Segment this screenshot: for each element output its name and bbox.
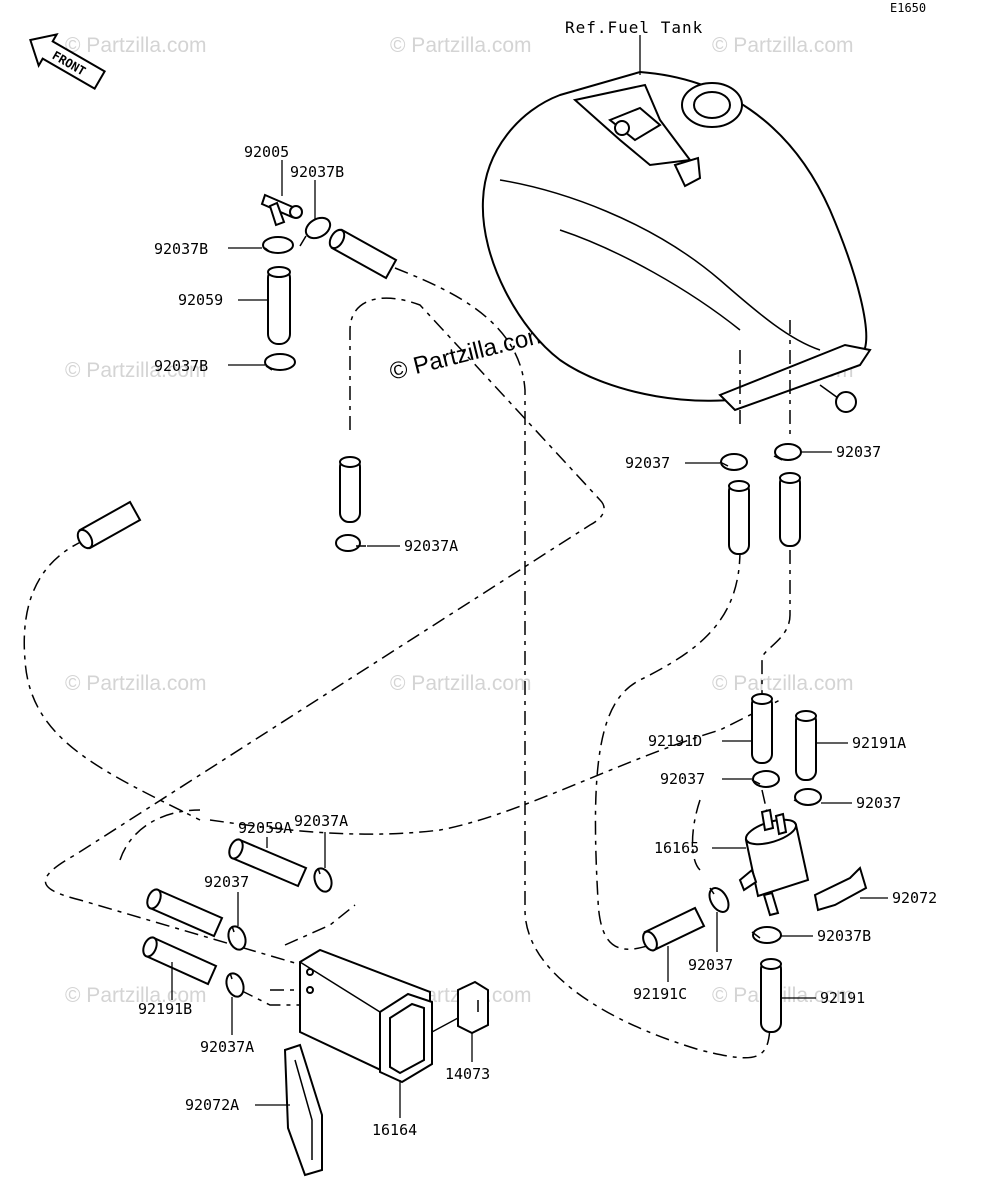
label-92037a-canister: 92037A [294,812,348,830]
hose-92191b[interactable] [141,935,218,986]
hose-92191[interactable] [760,958,782,1033]
label-92191d: 92191D [648,732,702,750]
hose-92059[interactable] [267,266,291,345]
watermark: © Partzilla.com [712,672,854,695]
clamp-92037b-left2[interactable] [264,353,296,371]
label-92059a: 92059A [238,819,292,837]
clip-92072[interactable] [813,866,868,912]
hose-left-slant[interactable] [75,500,142,551]
hose-routing [23,267,791,1059]
clamp-92037-canister[interactable] [225,924,248,952]
watermark: © Partzilla.com [390,34,532,57]
leader-lines [171,160,888,1118]
label-92037-tank-right: 92037 [836,443,881,461]
clamp-92037-tank-left[interactable] [719,453,748,471]
watermark: © Partzilla.com [390,672,532,695]
hose-92059a[interactable] [227,837,308,888]
label-92037b-filter: 92037B [817,927,871,945]
label-92072: 92072 [892,889,937,907]
label-92037-tank-left: 92037 [625,454,670,472]
hose-vertical-mid[interactable] [339,456,361,523]
hose-92191c[interactable] [640,906,706,953]
clamp-92037b-left1[interactable] [262,236,294,254]
watermark: © Partzilla.com [65,984,207,1007]
label-92072a: 92072A [185,1096,239,1114]
watermark: © Partzilla.com [65,34,207,57]
label-92037b-left1: 92037B [154,240,208,258]
clamp-92037-filter-right[interactable] [793,788,822,806]
label-92037a-low: 92037A [200,1038,254,1056]
fuel-filter-16165[interactable] [738,808,810,917]
clamp-92037a-low[interactable] [223,971,246,999]
watermark: © Partzilla.com [65,672,207,695]
label-92037-filter-right: 92037 [856,794,901,812]
diagram-code: E1650 [890,1,926,15]
hose-92191a[interactable] [795,710,817,781]
watermark: © Partzilla.com [712,34,854,57]
clamp-92037-filter-left[interactable] [751,770,780,788]
fuel-tank: Ref.Fuel Tank [481,18,872,413]
label-92191a: 92191A [852,734,906,752]
label-92191: 92191 [820,989,865,1007]
hose-92191d[interactable] [751,693,773,764]
label-92037a-mid: 92037A [404,537,458,555]
label-92005: 92005 [244,143,289,161]
bracket-14073[interactable] [457,980,489,1035]
part-labels: 92005 92037B 92037B 92059 92037B 92037A … [138,143,937,1139]
hose-canister-upper[interactable] [145,887,224,938]
label-92191b: 92191B [138,1000,192,1018]
label-92191c: 92191C [633,985,687,1003]
clamp-92037a-mid[interactable] [335,534,366,552]
clamp-92037-filter-bottom[interactable] [706,885,733,916]
clamp-92037b-filter[interactable] [751,926,782,944]
hose-tank-left[interactable] [728,480,750,555]
ref-fuel-tank-label: Ref.Fuel Tank [565,18,703,37]
label-92037-filter-bottom: 92037 [688,956,733,974]
hose-top-slant[interactable] [327,227,398,280]
canister-16164[interactable] [299,948,433,1084]
watermarks: © Partzilla.com © Partzilla.com © Partzi… [65,34,854,1007]
part-92005[interactable] [260,193,303,227]
strap-92072a[interactable] [283,1043,323,1177]
label-92037-canister: 92037 [204,873,249,891]
label-92037b-left2: 92037B [154,357,208,375]
label-16164: 16164 [372,1121,417,1139]
label-92037-filter-left: 92037 [660,770,705,788]
hose-tank-right[interactable] [779,472,801,547]
label-14073: 14073 [445,1065,490,1083]
clamp-92037-tank-right[interactable] [773,443,802,461]
main-watermark: © Partzilla.com [387,321,550,386]
watermark: © Partzilla.com [65,359,207,382]
label-16165: 16165 [654,839,699,857]
clamp-92037a-canister[interactable] [311,866,334,894]
watermark: © Partzilla.com [712,984,854,1007]
clamp-92037b-top[interactable] [299,214,334,247]
label-92037b-top: 92037B [290,163,344,181]
label-92059: 92059 [178,291,223,309]
